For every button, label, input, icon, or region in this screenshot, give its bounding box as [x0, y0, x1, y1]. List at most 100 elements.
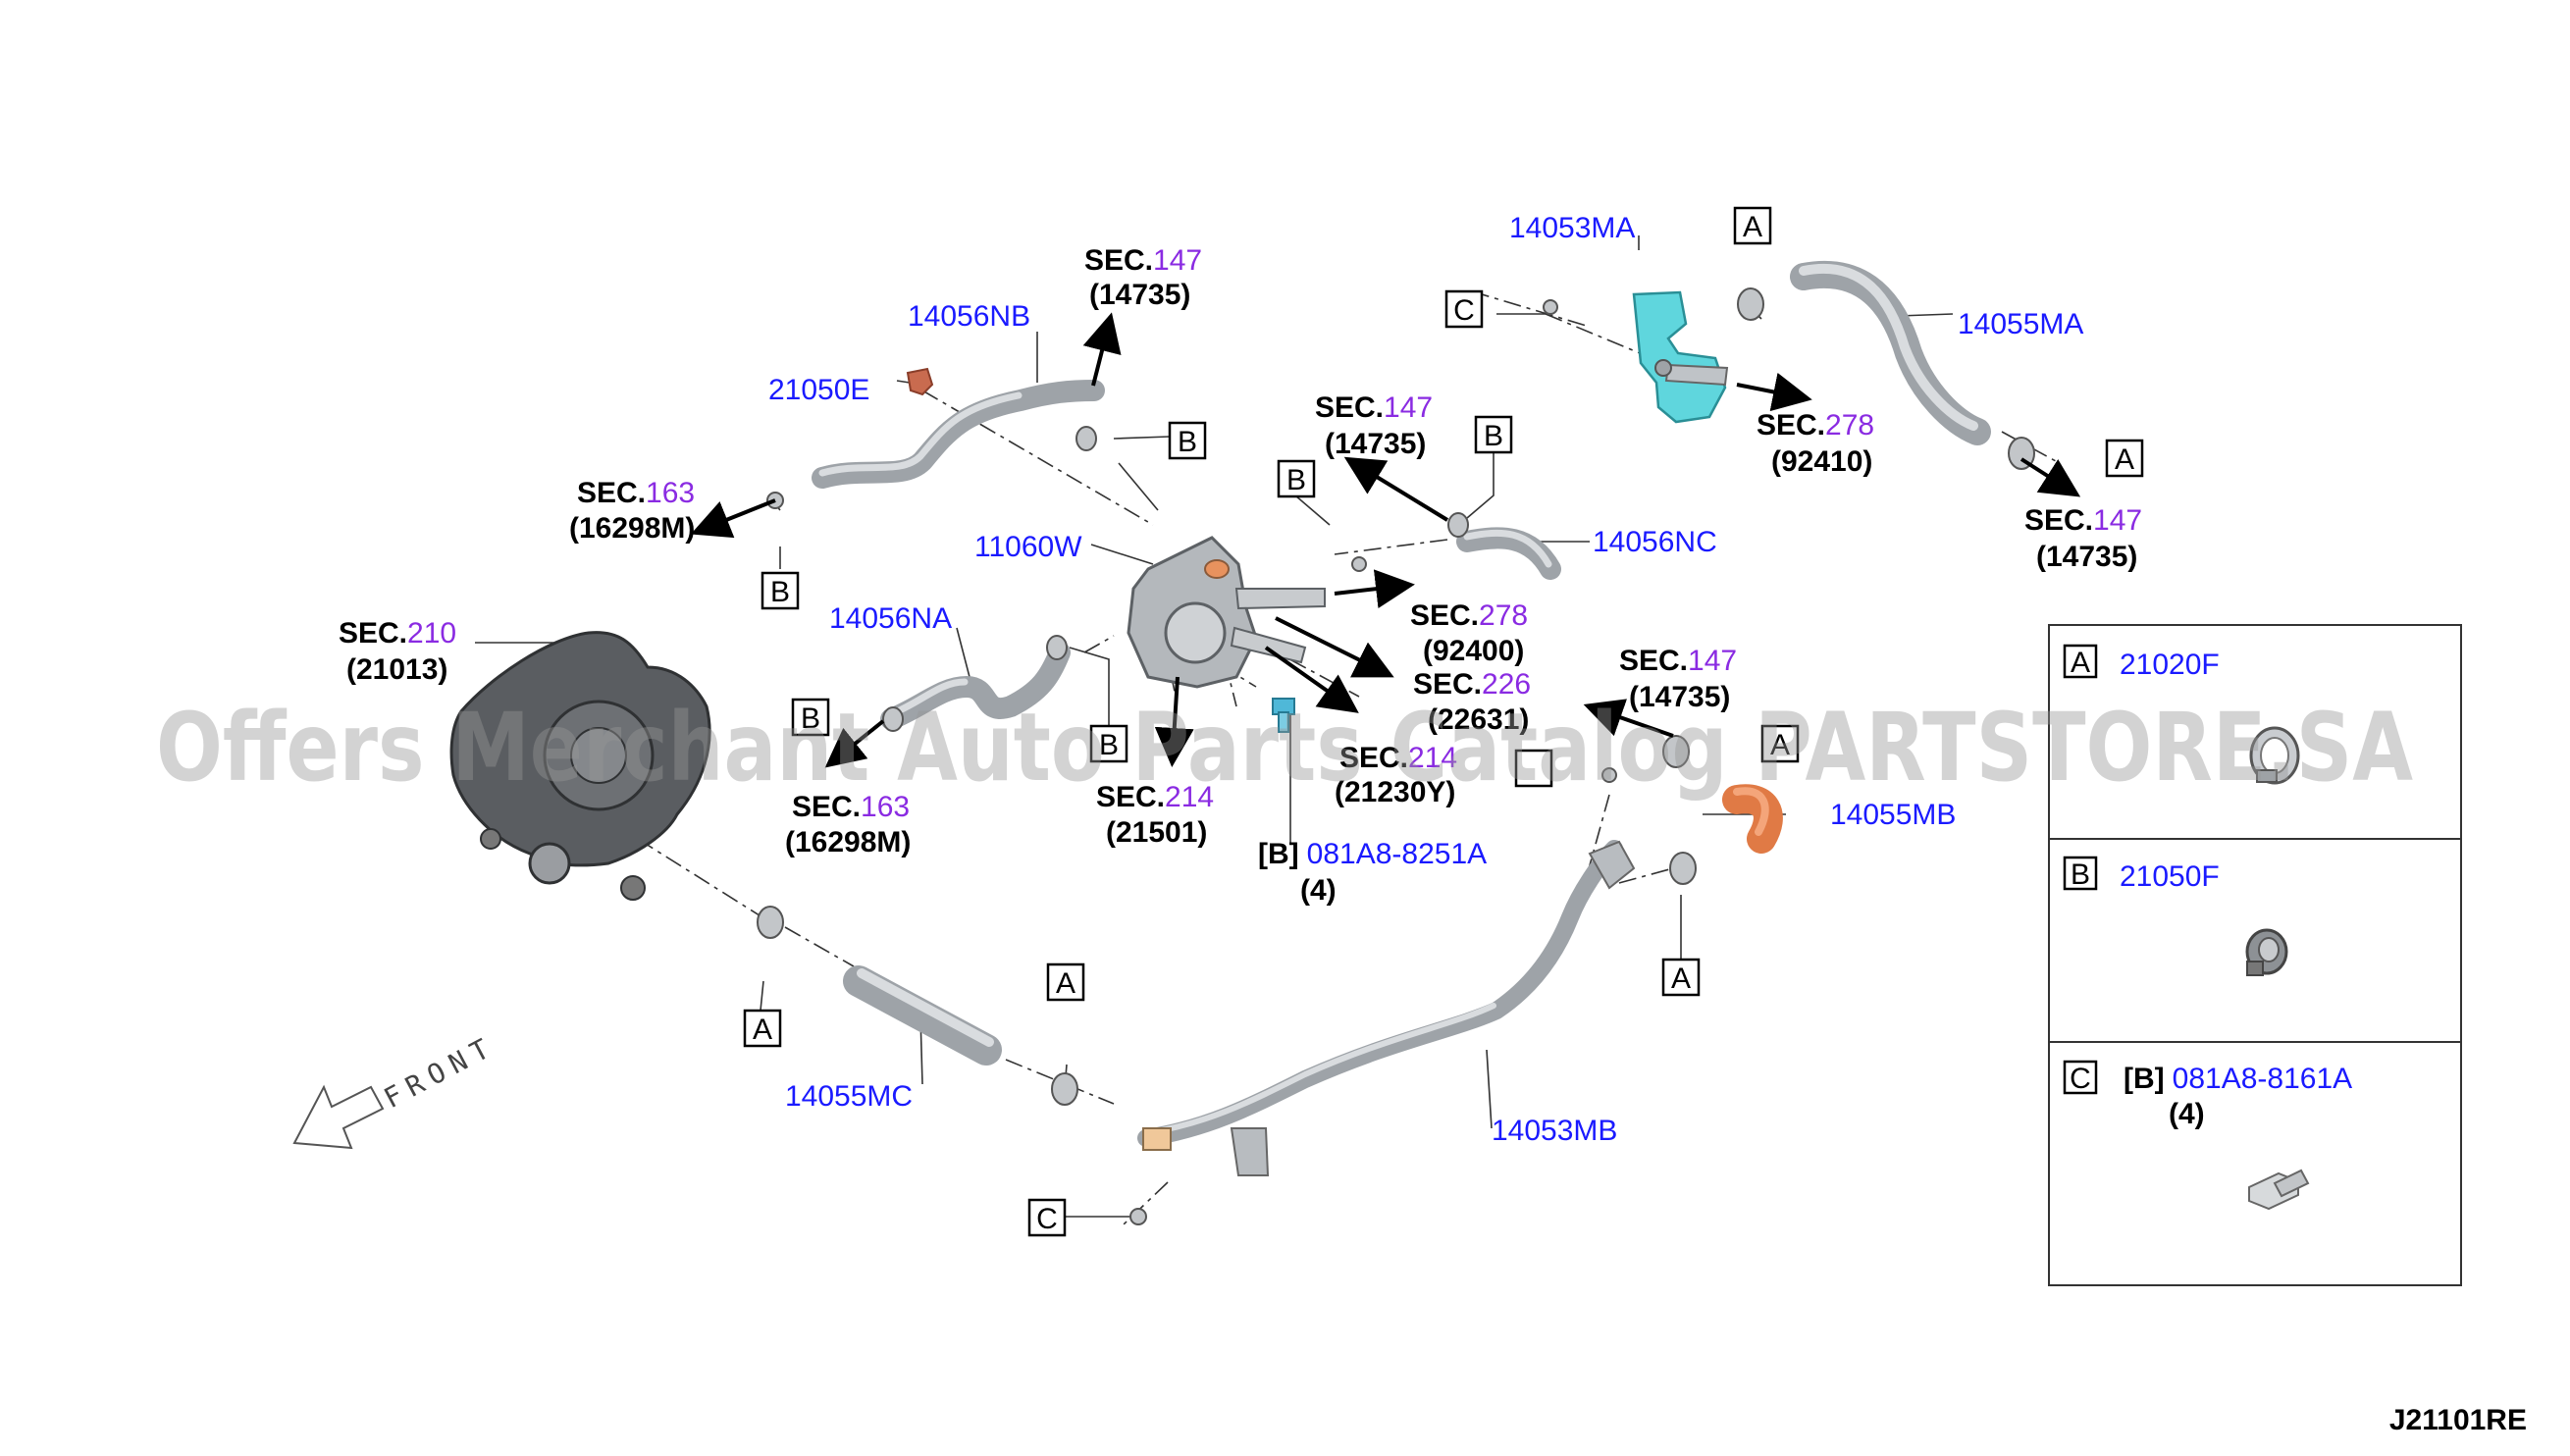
sec-number: 226	[1482, 668, 1531, 701]
sec-number: 147	[1384, 391, 1433, 424]
flow-arrows	[690, 312, 2081, 768]
sec-210: SEC.210 (21013)	[339, 617, 456, 686]
part-label-14053mb: 14053MB	[1492, 1115, 1617, 1147]
clip-21050e-icon	[906, 367, 934, 396]
svg-text:SEC.214: SEC.214	[1096, 781, 1214, 813]
callout-a: A	[1046, 962, 1085, 1002]
legend-panel: A 21020F B 21050F C [B]081A8-8161A (4)	[2048, 624, 2462, 1286]
sec-references: SEC.147 (14735) SEC.163 (16298M) SEC.210…	[339, 244, 2142, 858]
sec-prefix: SEC.	[1410, 599, 1479, 632]
clamp-icon	[1075, 426, 1097, 451]
callout-letter: B	[1286, 464, 1306, 496]
sec-code: (14735)	[1089, 279, 1190, 311]
spring-clamp-icon	[2245, 928, 2288, 976]
callout-c: C	[1027, 1198, 1067, 1237]
svg-text:SEC.278: SEC.278	[1410, 599, 1528, 632]
part-numbers: 14053MA 14055MA 14056NB 21050E 14056NC 1…	[768, 212, 2083, 1147]
callout-box-empty	[1514, 749, 1553, 788]
callout-letter: B	[1099, 729, 1119, 761]
legend-key: A	[2071, 647, 2090, 679]
svg-text:[B]081A8-8161A: [B]081A8-8161A	[2124, 1063, 2352, 1095]
sec-code: (21230Y)	[1335, 776, 1455, 808]
svg-text:SEC.163: SEC.163	[792, 791, 910, 823]
sec-number: 147	[1153, 244, 1202, 277]
thermostat-housing-icon	[1127, 536, 1326, 689]
bolt-part: 081A8-8251A	[1307, 838, 1488, 870]
sec-code: (16298M)	[569, 512, 695, 545]
sec-number: 163	[646, 477, 695, 509]
clamp-icon	[757, 906, 784, 939]
svg-text:SEC.210: SEC.210	[339, 617, 456, 650]
flange-bolt-icon	[2248, 1169, 2310, 1211]
pipes	[812, 261, 1991, 1176]
bolt-qty: (4)	[1300, 874, 1337, 907]
front-arrow-icon	[292, 1084, 385, 1150]
callout-b: B	[791, 698, 830, 737]
sec-147-b: SEC.147 (14735)	[1315, 391, 1433, 460]
part-label-14055ma: 14055MA	[1958, 308, 2083, 340]
sec-163-b: SEC.163 (16298M)	[785, 791, 911, 858]
clamp-icon	[1447, 512, 1469, 538]
sec-prefix: SEC.	[2024, 504, 2093, 537]
callout-a: A	[1760, 724, 1800, 763]
components	[449, 287, 2035, 1225]
callout-letter: A	[1770, 729, 1790, 761]
legend-row-a: A 21020F	[2063, 644, 2300, 785]
callout-letter: A	[2115, 443, 2134, 476]
sec-number: 147	[1688, 645, 1737, 677]
sec-code: (92400)	[1423, 635, 1524, 667]
part-label-14055mc: 14055MC	[785, 1080, 913, 1113]
part-label-21050e: 21050E	[768, 374, 869, 406]
water-pump-housing-icon	[449, 631, 711, 901]
sec-prefix: SEC.	[577, 477, 646, 509]
part-label-14055mb: 14055MB	[1830, 799, 1956, 831]
callout-boxes: A C A B B B B B B A A A A C	[743, 206, 2144, 1237]
sec-code: (21501)	[1106, 816, 1207, 849]
sec-214-b: SEC.214 (21501)	[1096, 781, 1214, 849]
sec-code: (14735)	[1629, 681, 1730, 713]
svg-text:SEC.278: SEC.278	[1757, 409, 1874, 442]
sec-prefix: SEC.	[1413, 668, 1482, 701]
sec-code: (92410)	[1771, 445, 1872, 478]
sec-147-a: SEC.147 (14735)	[1084, 244, 1202, 311]
valve-14053ma-icon	[1632, 290, 1729, 424]
sec-code: (16298M)	[785, 826, 911, 858]
sec-prefix: SEC.	[1339, 742, 1408, 774]
sec-147-d: SEC.147 (14735)	[1619, 645, 1737, 713]
legend-row-c: C [B]081A8-8161A (4)	[2063, 1060, 2352, 1211]
part-label-11060w: 11060W	[974, 531, 1082, 563]
sec-prefix: SEC.	[1619, 645, 1688, 677]
clamp-icon	[1737, 287, 1764, 321]
callout-letter: B	[801, 702, 820, 735]
front-indicator: FRONT	[292, 1029, 501, 1150]
callout-letter: B	[1178, 426, 1197, 458]
legend-key: B	[2071, 858, 2090, 891]
legend-qty: (4)	[2169, 1098, 2205, 1130]
part-label-14053ma: 14053MA	[1509, 212, 1635, 244]
sec-prefix: SEC.	[339, 617, 407, 650]
legend-tag: [B]	[2124, 1063, 2165, 1095]
bolt-reference: [B]081A8-8251A	[1258, 838, 1487, 870]
callout-letter: C	[1036, 1203, 1058, 1235]
clamp-icon	[882, 706, 904, 732]
sec-prefix: SEC.	[1084, 244, 1153, 277]
part-label-14056nb: 14056NB	[908, 300, 1030, 333]
legend-part: 21050F	[2120, 860, 2220, 893]
sec-prefix: SEC.	[792, 791, 861, 823]
clamp-icon	[1051, 1072, 1078, 1106]
svg-text:SEC.163: SEC.163	[577, 477, 695, 509]
svg-text:SEC.214: SEC.214	[1339, 742, 1457, 774]
bolt-081a8-8251a-icon	[1272, 698, 1295, 733]
callout-letter: A	[1671, 962, 1691, 995]
sec-code: (14735)	[2036, 541, 2137, 573]
callout-b: B	[1474, 415, 1513, 454]
sec-163-a: SEC.163 (16298M)	[569, 477, 695, 545]
legend-part: 081A8-8161A	[2173, 1063, 2353, 1095]
sec-code: (14735)	[1325, 428, 1426, 460]
bolt-tag: [B]	[1258, 838, 1299, 870]
callout-b: B	[761, 571, 800, 610]
callout-a: A	[1661, 958, 1701, 997]
sec-code: (22631)	[1428, 703, 1529, 736]
sec-number: 214	[1408, 742, 1457, 774]
